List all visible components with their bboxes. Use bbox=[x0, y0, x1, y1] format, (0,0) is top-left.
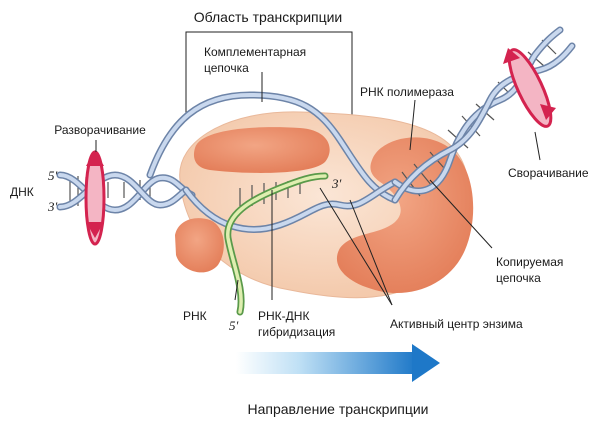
five-prime-left-label: 5′ bbox=[48, 168, 58, 183]
unwinding-label: Разворачивание bbox=[54, 123, 146, 137]
dna-helix-left bbox=[56, 171, 196, 214]
complementary-strand bbox=[146, 91, 399, 204]
transcription-direction-label: Направление транскрипции bbox=[247, 401, 428, 417]
dna-helix-right bbox=[391, 26, 576, 204]
complementary-strand-label-1: Комплементарная bbox=[204, 45, 306, 59]
leader-lines bbox=[95, 72, 541, 306]
dna-label: ДНК bbox=[10, 185, 34, 199]
transcription-bubble bbox=[182, 172, 399, 316]
rna-label: РНК bbox=[183, 309, 207, 323]
transcription-direction-arrow bbox=[236, 344, 440, 382]
rna-polymerase-label: РНК полимераза bbox=[360, 85, 454, 99]
unwinding-rotation-arrow bbox=[84, 150, 106, 246]
rewinding-rotation-arrow bbox=[503, 48, 556, 128]
three-prime-left-label: 3′ bbox=[47, 199, 58, 214]
rna-dna-hybrid-label-1: РНК-ДНК bbox=[258, 309, 309, 323]
rewinding-label: Сворачивание bbox=[508, 166, 589, 180]
active-site-label: Активный центр энзима bbox=[390, 317, 523, 331]
transcription-region-bracket: Область транскрипции bbox=[185, 9, 353, 118]
transcription-region-label: Область транскрипции bbox=[194, 9, 343, 25]
complementary-strand-label-2: цепочка bbox=[204, 61, 249, 75]
rna-dna-hybrid-label-2: гибридизация bbox=[258, 325, 335, 339]
template-strand-label-1: Копируемая bbox=[496, 255, 563, 269]
three-prime-rna-label: 3′ bbox=[331, 176, 342, 191]
enzyme-lobe-top bbox=[193, 127, 330, 173]
five-prime-rna-label: 5′ bbox=[229, 318, 239, 333]
template-strand-label-2: цепочка bbox=[496, 271, 541, 285]
enzyme-lobe-left bbox=[175, 218, 224, 273]
